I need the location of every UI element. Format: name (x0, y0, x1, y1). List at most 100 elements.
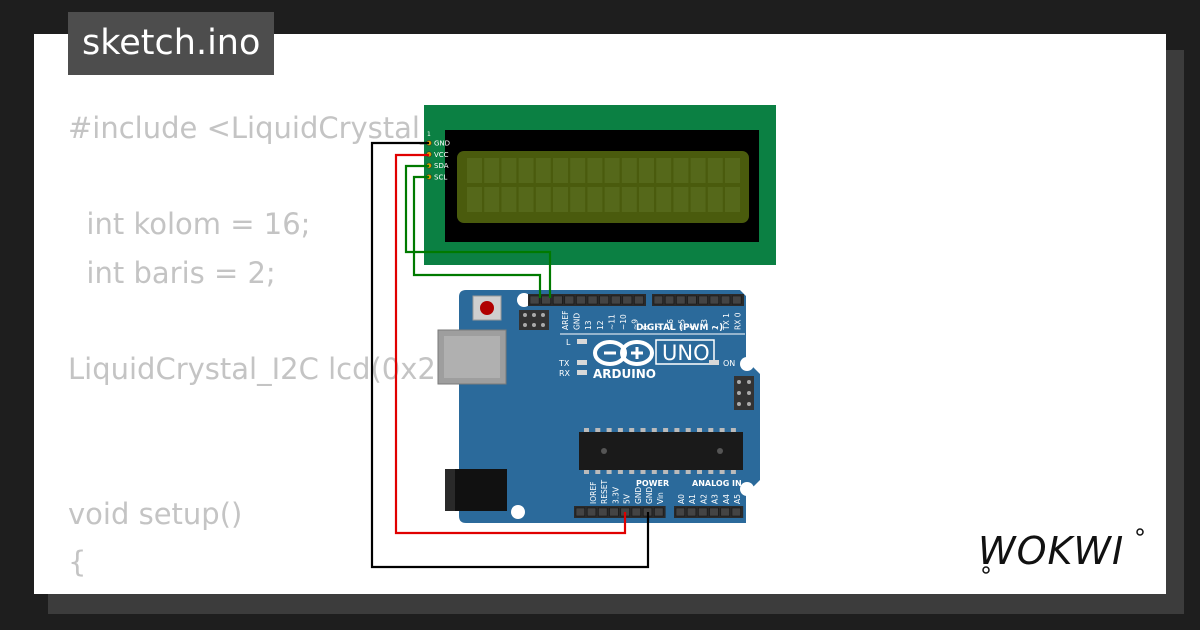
header-pin[interactable] (686, 507, 697, 517)
lcd-cell (656, 187, 672, 212)
wires[interactable] (370, 141, 650, 569)
pin-label: 2 (711, 325, 720, 330)
header-pin[interactable] (687, 295, 697, 305)
analog-header (674, 506, 744, 518)
pin-label: 4 (689, 325, 698, 330)
pin-label: A5 (733, 494, 742, 504)
header-pin[interactable] (529, 295, 540, 305)
lcd-character-grid (467, 158, 740, 212)
pin-label: TX 1 (722, 313, 731, 331)
header-pin[interactable] (720, 295, 731, 305)
header-pin[interactable] (564, 295, 575, 305)
lcd-cell (467, 158, 482, 183)
pin-label: 12 (596, 320, 605, 330)
header-pin[interactable] (634, 295, 644, 305)
header-pin[interactable] (622, 295, 633, 305)
pin-label: RESET (600, 480, 609, 504)
header-pin[interactable] (709, 507, 719, 517)
reset-button (480, 301, 494, 315)
power-jack (445, 469, 507, 511)
header-pin[interactable] (675, 507, 685, 517)
lcd-cell (725, 187, 740, 212)
lcd-cell (639, 158, 654, 183)
code-line: int baris = 2; (68, 255, 276, 290)
header-pin[interactable] (731, 507, 741, 517)
lcd-cell (725, 158, 740, 183)
header-pin[interactable] (664, 295, 675, 305)
code-line: void setup() (68, 496, 243, 531)
model-box (655, 339, 715, 365)
header-pin[interactable] (576, 295, 586, 305)
pin-label: GND (645, 487, 654, 504)
lcd-cell (604, 187, 620, 212)
header-pin[interactable] (676, 295, 686, 305)
pin-label: A3 (711, 494, 720, 504)
header-pin[interactable] (631, 507, 641, 517)
lcd-cell (587, 158, 603, 183)
header-pin[interactable] (610, 295, 621, 305)
header-pin[interactable] (541, 295, 551, 305)
pin-label: 8 (642, 325, 651, 330)
lcd-cell (484, 187, 500, 212)
lcd-cell (604, 158, 620, 183)
header-pin[interactable] (599, 295, 609, 305)
pin-label: AREF (561, 311, 570, 330)
header-pin[interactable] (698, 507, 708, 517)
header-pin[interactable] (709, 295, 719, 305)
header-pin[interactable] (586, 507, 597, 517)
header-pin[interactable] (575, 507, 585, 517)
header-pin[interactable] (732, 295, 742, 305)
led-tx-label: TX (558, 359, 570, 368)
pin-label: A4 (722, 494, 731, 504)
mount-hole-4 (511, 505, 525, 519)
header-pin[interactable] (552, 295, 563, 305)
lcd-cell (570, 158, 586, 183)
lcd-cell (467, 187, 482, 212)
header-pin[interactable] (609, 507, 619, 517)
file-tab[interactable]: sketch.ino (68, 12, 275, 75)
led-on (709, 360, 719, 365)
pin-label: ~3 (700, 319, 709, 330)
pin-label: ~10 (619, 314, 628, 330)
header-pin[interactable] (698, 295, 708, 305)
lcd-cell (484, 158, 500, 183)
power-header (574, 506, 666, 518)
wokwi-logo: WOKWI (978, 528, 1144, 574)
lcd-cell (518, 158, 534, 183)
lcd-pin-label: SDA (434, 162, 449, 170)
analog-header-title: ANALOG IN (692, 479, 742, 488)
lcd-cell (639, 187, 654, 212)
lcd-pin-label: SCL (434, 173, 447, 181)
lcd-cell (707, 187, 723, 212)
header-pin[interactable] (598, 507, 608, 517)
led-l (577, 339, 587, 344)
lcd-cell (570, 187, 586, 212)
digital-header (528, 294, 744, 306)
lcd-cell (690, 187, 706, 212)
pin-label: IOREF (589, 482, 598, 504)
scl-wire (412, 175, 542, 298)
power-jack-side (445, 469, 455, 511)
arduino-logo-icon (593, 340, 654, 366)
code-line: { (68, 544, 87, 579)
gnd-wire (370, 141, 650, 569)
lcd-pin-index: 1 (427, 131, 431, 138)
header-pin[interactable] (587, 295, 598, 305)
pin-label: 7 (655, 325, 664, 330)
lcd-cell (673, 158, 689, 183)
led-tx (577, 360, 587, 365)
vcc-wire (394, 153, 627, 535)
header-pin[interactable] (654, 507, 664, 517)
model-text: UNO (662, 341, 710, 365)
mount-hole-3 (740, 482, 754, 496)
header-pin[interactable] (720, 507, 730, 517)
lcd-cell (621, 187, 637, 212)
mount-hole-1 (517, 293, 531, 307)
led-l-label: L (566, 338, 571, 347)
header-pin[interactable] (653, 295, 663, 305)
